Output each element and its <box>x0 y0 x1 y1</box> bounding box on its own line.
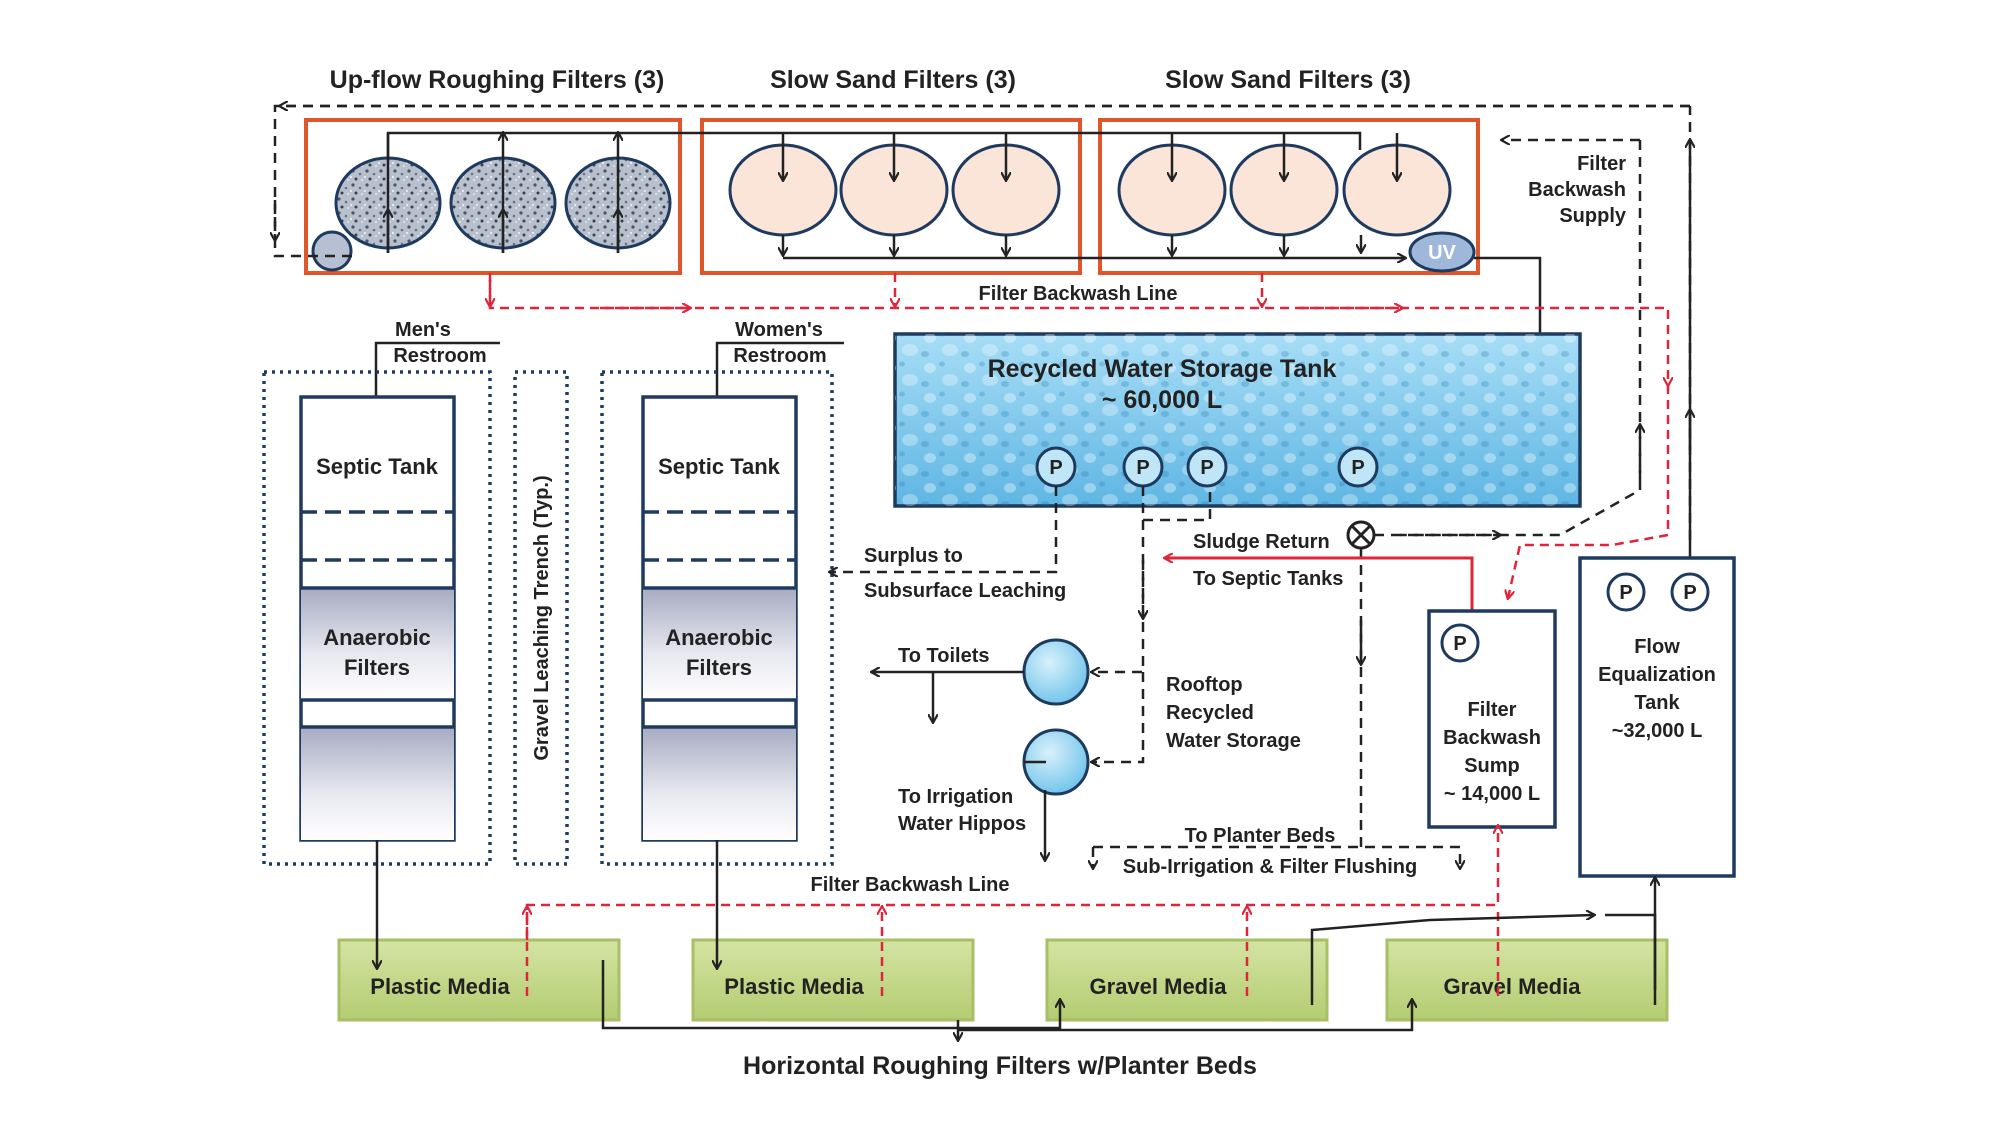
media-bed-4 <box>1385 938 1669 1022</box>
gravel-trench-enclosure <box>513 370 569 866</box>
slow-sand-title-2: Slow Sand Filters (3) <box>1165 66 1411 94</box>
svg-text:P: P <box>1351 457 1364 479</box>
slow-sand-filters-1-group <box>700 118 1082 275</box>
mens-restroom-inflow <box>376 341 500 420</box>
rooftop-line3: Water Storage <box>1166 730 1301 752</box>
surplus-line1: Surplus to <box>864 545 963 567</box>
septic-enclosure-left <box>262 370 492 866</box>
to-septic-tanks-label: To Septic Tanks <box>1193 568 1343 590</box>
roughing-inlet-chamber <box>311 230 353 272</box>
womens-restroom-line2: Restroom <box>733 345 826 367</box>
gravel-leaching-trench-label: Gravel Leaching Trench (Typ.) <box>531 475 553 760</box>
sump-line3: Sump <box>1464 755 1520 777</box>
media-bed-1 <box>337 938 621 1022</box>
womens-restroom-inflow <box>717 341 844 420</box>
rooftop-storage-tank-1 <box>1022 638 1090 706</box>
filter-backwash-line-bottom <box>527 826 1498 996</box>
filter-backwash-line-top <box>490 273 1668 598</box>
storage-pump-3: P <box>1186 446 1228 488</box>
svg-text:P: P <box>1453 633 1466 655</box>
valve-icon <box>1346 520 1376 550</box>
septic-tank-left-label: Septic Tank <box>316 454 439 479</box>
filter-backwash-supply-line2: Backwash <box>1528 179 1626 201</box>
flow-eq-pump-1: P <box>1606 572 1646 612</box>
filter-backwash-supply-line3: Supply <box>1559 205 1627 227</box>
sump-line1: Filter <box>1468 699 1517 721</box>
slow-sand-frame-1 <box>700 118 1082 275</box>
media-beds <box>337 938 1669 1022</box>
septic-tank-right-label: Septic Tank <box>658 454 781 479</box>
svg-text:P: P <box>1049 457 1062 479</box>
slow-sand-title-1: Slow Sand Filters (3) <box>770 66 1016 94</box>
rooftop-line1: Rooftop <box>1166 674 1243 696</box>
sump-line2: Backwash <box>1443 727 1541 749</box>
slow-sand-frame-2 <box>1098 118 1480 275</box>
uv-disinfection-unit <box>1408 231 1476 273</box>
tank-distribution-dashed <box>830 486 1500 868</box>
anaerobic-left-line2: Filters <box>344 655 410 680</box>
media-label-3: Gravel Media <box>1090 974 1228 999</box>
media-label-4: Gravel Media <box>1444 974 1582 999</box>
to-irrigation-line1: To Irrigation <box>898 786 1013 808</box>
flow-eq-line4: ~32,000 L <box>1612 720 1703 742</box>
svg-text:P: P <box>1683 582 1696 604</box>
svg-text:P: P <box>1619 582 1632 604</box>
upflow-roughing-title: Up-flow Roughing Filters (3) <box>330 66 665 94</box>
sludge-return-label: Sludge Return <box>1193 531 1330 553</box>
storage-pump-2: P <box>1122 446 1164 488</box>
storage-tank-title: Recycled Water Storage Tank <box>988 355 1337 383</box>
flow-eq-line1: Flow <box>1634 636 1680 658</box>
filter-backwash-supply-line1: Filter <box>1577 153 1626 175</box>
rooftop-outflow-lines <box>872 672 1046 860</box>
to-toilets-label: To Toilets <box>898 645 989 667</box>
rooftop-line2: Recycled <box>1166 702 1254 724</box>
flow-eq-pump-2: P <box>1670 572 1710 612</box>
surplus-line2: Subsurface Leaching <box>864 580 1066 602</box>
bottom-caption: Horizontal Roughing Filters w/Planter Be… <box>743 1052 1257 1080</box>
storage-pump-4: P <box>1337 446 1379 488</box>
mens-restroom-line2: Restroom <box>393 345 486 367</box>
sump-pump: P <box>1440 623 1480 663</box>
storage-tank-capacity: ~ 60,000 L <box>1102 386 1222 414</box>
filter-flow-lines <box>388 133 1540 356</box>
filter-backwash-line-top-label: Filter Backwash Line <box>979 283 1178 305</box>
uv-label: UV <box>1428 242 1456 264</box>
to-planter-beds-label: To Planter Beds <box>1185 825 1336 847</box>
flow-equalization-tank <box>1578 556 1736 878</box>
media-label-1: Plastic Media <box>370 974 510 999</box>
media-flow-lines <box>377 840 1655 1040</box>
media-label-2: Plastic Media <box>724 974 864 999</box>
flow-eq-line2: Equalization <box>1598 664 1716 686</box>
to-irrigation-line2: Water Hippos <box>898 813 1026 835</box>
svg-text:P: P <box>1200 457 1213 479</box>
anaerobic-left-line1: Anaerobic <box>323 625 431 650</box>
sub-irrigation-label: Sub-Irrigation & Filter Flushing <box>1123 856 1417 878</box>
anaerobic-right-line2: Filters <box>686 655 752 680</box>
media-bed-2 <box>691 938 975 1022</box>
flow-eq-line3: Tank <box>1634 692 1680 714</box>
filter-backwash-line-bottom-label: Filter Backwash Line <box>811 874 1010 896</box>
womens-restroom-line1: Women's <box>735 319 823 341</box>
anaerobic-right-line1: Anaerobic <box>665 625 773 650</box>
media-bed-3 <box>1045 938 1329 1022</box>
upflow-roughing-filters-group <box>304 118 682 275</box>
mens-restroom-line1: Men's <box>395 319 451 341</box>
septic-column-right <box>641 395 798 842</box>
upflow-filter-frame <box>304 118 682 275</box>
svg-text:P: P <box>1136 457 1149 479</box>
septic-enclosure-right <box>600 370 834 866</box>
sump-line4: ~ 14,000 L <box>1444 783 1540 805</box>
sludge-return-line <box>1165 558 1474 647</box>
storage-pump-1: P <box>1035 446 1077 488</box>
recycled-water-storage-tank <box>893 332 1582 508</box>
